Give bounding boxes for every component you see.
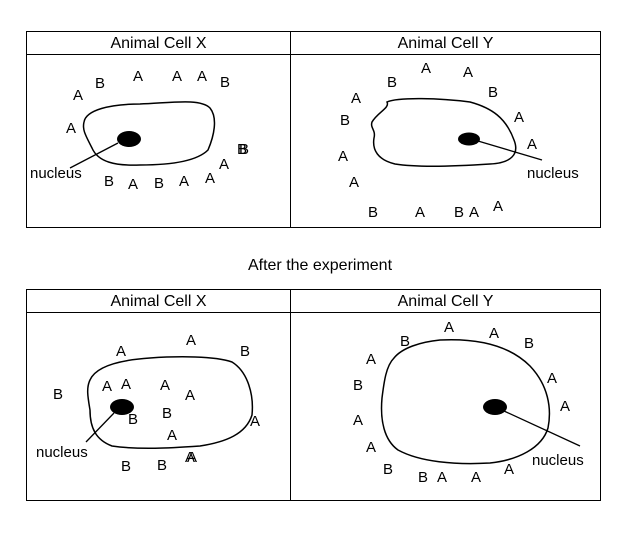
bottom-y-particle-b: B bbox=[418, 469, 428, 486]
bottom-x-particle-b: B bbox=[121, 458, 131, 475]
bottom-table: Animal Cell X Animal Cell Y bbox=[26, 289, 601, 501]
bottom-x-particle-a: A bbox=[186, 332, 196, 349]
top-cell-x-membrane bbox=[82, 101, 216, 166]
bottom-y-particle-a: A bbox=[547, 370, 557, 387]
top-table: Animal Cell X Animal Cell Y bbox=[26, 31, 601, 228]
top-x-particle-b: B bbox=[239, 141, 249, 158]
bottom-x-particle-b: B bbox=[157, 457, 167, 474]
bottom-cell-y-nucleus bbox=[483, 399, 507, 415]
bottom-cell-x-membrane bbox=[86, 356, 254, 450]
bottom-y-particle-a: A bbox=[366, 439, 376, 456]
top-table-header-divider bbox=[27, 54, 600, 55]
top-x-particle-a: A bbox=[219, 156, 229, 173]
top-x-particle-a: A bbox=[66, 120, 76, 137]
top-cell-x-nucleus bbox=[117, 131, 141, 147]
top-y-particle-a: A bbox=[469, 204, 479, 221]
bottom-y-particle-b: B bbox=[383, 461, 393, 478]
top-y-particle-b: B bbox=[454, 204, 464, 221]
top-x-particle-a: A bbox=[197, 68, 207, 85]
bottom-table-column-divider bbox=[290, 290, 291, 500]
top-cell-y-nucleus-pointer bbox=[477, 140, 543, 161]
bottom-y-particle-b: B bbox=[353, 377, 363, 394]
top-cell-x-header: Animal Cell X bbox=[110, 35, 207, 52]
top-y-particle-a: A bbox=[351, 90, 361, 107]
bottom-x-particle-a: A bbox=[160, 377, 170, 394]
top-y-particle-a: A bbox=[349, 174, 359, 191]
bottom-x-particle-a: A bbox=[102, 378, 112, 395]
bottom-cell-x-nucleus bbox=[110, 399, 134, 415]
bottom-y-particle-a: A bbox=[437, 469, 447, 486]
bottom-y-particle-b: B bbox=[524, 335, 534, 352]
bottom-x-particle-b: B bbox=[128, 411, 138, 428]
top-x-particle-a: A bbox=[205, 170, 215, 187]
bottom-y-particle-b: B bbox=[400, 333, 410, 350]
bottom-x-particle-b: B bbox=[53, 386, 63, 403]
top-cell-x-nucleus-label: nucleus bbox=[30, 165, 82, 182]
bottom-cell-y-membrane bbox=[380, 338, 551, 465]
top-cell-y-nucleus bbox=[458, 132, 480, 146]
bottom-x-particle-b: B bbox=[240, 343, 250, 360]
top-cell-y-nucleus-label: nucleus bbox=[527, 165, 579, 182]
bottom-y-particle-a: A bbox=[444, 319, 454, 336]
top-cell-y-membrane bbox=[370, 97, 517, 168]
bottom-x-particle-a: A bbox=[121, 376, 131, 393]
top-y-particle-b: B bbox=[368, 204, 378, 221]
bottom-y-particle-a: A bbox=[504, 461, 514, 478]
top-x-particle-b: B bbox=[237, 141, 247, 158]
bottom-cell-x-header: Animal Cell X bbox=[110, 293, 207, 310]
top-y-particle-a: A bbox=[463, 64, 473, 81]
top-y-particle-a: A bbox=[493, 198, 503, 215]
top-x-particle-a: A bbox=[179, 173, 189, 190]
bottom-x-particle-a: A bbox=[167, 427, 177, 444]
top-x-particle-a: A bbox=[73, 87, 83, 104]
top-x-particle-b: B bbox=[95, 75, 105, 92]
top-x-particle-b: B bbox=[154, 175, 164, 192]
top-y-particle-b: B bbox=[340, 112, 350, 129]
after-experiment-caption: After the experiment bbox=[247, 257, 393, 274]
top-y-particle-a: A bbox=[527, 136, 537, 153]
bottom-x-particle-a: A bbox=[185, 387, 195, 404]
bottom-y-particle-a: A bbox=[560, 398, 570, 415]
bottom-cell-y-header: Animal Cell Y bbox=[397, 293, 494, 310]
bottom-x-particle-a: A bbox=[250, 413, 260, 430]
top-y-particle-b: B bbox=[387, 74, 397, 91]
top-x-particle-a: A bbox=[172, 68, 182, 85]
bottom-x-particle-a: A bbox=[187, 449, 197, 466]
bottom-y-particle-a: A bbox=[366, 351, 376, 368]
top-x-particle-a: A bbox=[133, 68, 143, 85]
top-cell-x-nucleus-pointer bbox=[69, 142, 119, 169]
top-y-particle-a: A bbox=[338, 148, 348, 165]
bottom-cell-x-nucleus-pointer bbox=[85, 412, 115, 443]
top-cell-y-header: Animal Cell Y bbox=[397, 35, 494, 52]
bottom-y-particle-a: A bbox=[489, 325, 499, 342]
bottom-cell-y-nucleus-label: nucleus bbox=[532, 452, 584, 469]
bottom-y-particle-a: A bbox=[353, 412, 363, 429]
top-y-particle-b: B bbox=[488, 84, 498, 101]
bottom-y-particle-a: A bbox=[471, 469, 481, 486]
bottom-cell-x-nucleus-label: nucleus bbox=[36, 444, 88, 461]
top-y-particle-a: A bbox=[514, 109, 524, 126]
bottom-x-particle-a: A bbox=[116, 343, 126, 360]
bottom-table-header-divider bbox=[27, 312, 600, 313]
top-x-particle-b: B bbox=[220, 74, 230, 91]
top-y-particle-a: A bbox=[415, 204, 425, 221]
bottom-x-particle-b: B bbox=[162, 405, 172, 422]
bottom-x-particle-a: A bbox=[185, 449, 195, 466]
top-x-particle-b: B bbox=[104, 173, 114, 190]
top-table-column-divider bbox=[290, 32, 291, 227]
bottom-cell-y-nucleus-pointer bbox=[503, 410, 581, 447]
top-x-particle-a: A bbox=[128, 176, 138, 193]
top-y-particle-a: A bbox=[421, 60, 431, 77]
